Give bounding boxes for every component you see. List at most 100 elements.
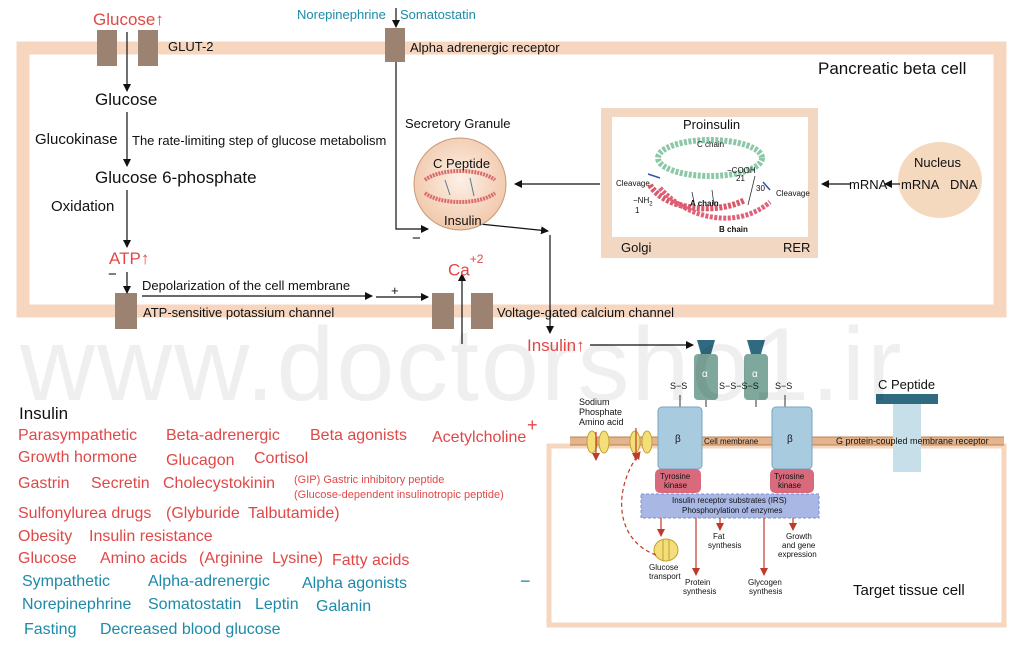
cleavage-left-label: Cleavage: [616, 179, 650, 188]
regulator-item: Galanin: [316, 598, 372, 615]
glut2-label: GLUT-2: [168, 39, 214, 54]
cell-membrane-label: Cell membrane: [704, 437, 759, 446]
proinsulin-title: Proinsulin: [683, 117, 741, 132]
regulator-item: Sympathetic: [22, 573, 111, 590]
mrna-label-2: mRNA: [901, 177, 940, 192]
regulator-item: Sulfonylurea drugs: [18, 505, 152, 522]
katp-label: ATP-sensitive potassium channel: [143, 305, 335, 320]
tyrosine-kinase-left-label: Tyrosine: [660, 472, 691, 481]
up-arrow-icon: ↑: [576, 336, 585, 355]
glut2-channel-left: [97, 30, 117, 66]
transporter-3: [629, 430, 641, 454]
katp-channel: [115, 293, 137, 329]
stimulators-plus-sign: +: [527, 415, 538, 435]
regulators-title: Insulin: [19, 404, 69, 423]
irs-label-1: Insulin receptor substrates (IRS): [672, 496, 787, 505]
glucose-transporter-vesicle: [653, 538, 679, 562]
regulator-item: Somatostatin: [148, 596, 242, 613]
gip-label-1: (GIP) Gastric inhibitory peptide: [294, 474, 445, 486]
insulin-binding-site-left: [697, 340, 715, 354]
glucokinase-label: Glucokinase: [35, 131, 118, 148]
depolarization-plus-sign: +: [391, 283, 399, 298]
transporter-4: [641, 430, 653, 454]
arrow-alpha-inhibit: [395, 62, 429, 233]
atp-minus-sign: −: [108, 266, 117, 283]
glycogen-synthesis-label-1: Glycogen: [748, 578, 782, 587]
regulator-item: Growth hormone: [18, 449, 138, 466]
irs-box: [640, 493, 820, 519]
glucose-transport-label-2: transport: [649, 572, 681, 581]
transporter-2: [598, 430, 610, 454]
depolarization-label: Depolarization of the cell membrane: [142, 278, 351, 293]
glut2-channel-right: [138, 30, 158, 66]
beta-cell-membrane: [16, 41, 1007, 318]
norepinephrine-label: Norepinephrine: [297, 7, 386, 22]
residue-1-label: 1: [635, 206, 640, 215]
mrna-label-1: mRNA: [849, 177, 888, 192]
regulator-item: Secretin: [91, 475, 150, 492]
cleavage-right-label: Cleavage: [776, 189, 810, 198]
regulator-item: Acetylcholine: [432, 429, 527, 446]
vgcc-channel-left: [432, 293, 454, 329]
regulator-item: Glucose: [18, 550, 77, 567]
oxidation-label: Oxidation: [51, 198, 115, 215]
glucose-in-label: Glucose↑: [93, 10, 164, 29]
nh2-label: −NH2: [633, 196, 653, 208]
c-peptide-bar: [876, 394, 938, 404]
up-arrow-icon: ↑: [155, 10, 164, 29]
golgi-label: Golgi: [621, 240, 652, 255]
b-chain-label: B chain: [719, 225, 748, 234]
c-chain-label: C chain: [697, 140, 725, 149]
regulator-item: Alpha-adrenergic: [148, 573, 270, 590]
calcium-label: Ca+2: [448, 252, 484, 280]
regulator-item: Norepinephrine: [22, 596, 132, 613]
regulator-item: Cortisol: [254, 450, 309, 467]
vgcc-label: Voltage-gated calcium channel: [497, 305, 675, 320]
disulfide-mid-label: S−S−S−S: [719, 381, 759, 391]
gip-label-2: (Glucose-dependent insulinotropic peptid…: [294, 489, 504, 501]
up-arrow-icon: ↑: [140, 249, 150, 268]
nucleus: [898, 142, 982, 218]
insulin-binding-site-right: [747, 340, 765, 354]
regulator-item: Gastrin: [18, 475, 70, 492]
tyrosine-kinase-right: [770, 469, 814, 493]
regulator-item: Amino acids: [100, 550, 188, 567]
alpha-minus-sign: −: [412, 230, 421, 247]
alpha-receptor: [385, 28, 405, 62]
phosphate-label: Phosphate: [579, 407, 623, 417]
rate-limiting-label: The rate-limiting step of glucose metabo…: [132, 133, 387, 148]
nucleus-label: Nucleus: [914, 155, 961, 170]
c-peptide-target-label: C Peptide: [878, 377, 936, 392]
c-peptide-granule-label: C Peptide: [433, 156, 491, 171]
regulator-item: Leptin: [255, 596, 299, 613]
cooh-label: −COOH: [727, 166, 756, 175]
secretory-granule: [413, 137, 507, 231]
irs-label-2: Phosphorylation of enzymes: [682, 506, 783, 515]
beta-cell-label: Pancreatic beta cell: [818, 59, 967, 78]
glucose-label: Glucose: [95, 90, 158, 109]
regulator-item: (Glyburide: [166, 505, 240, 522]
residue-30-label: 30: [756, 184, 765, 193]
arrow-glucose-transport: [621, 451, 657, 556]
gpcr: [893, 404, 921, 472]
sodium-label: Sodium: [579, 397, 610, 407]
regulator-item: (Arginine: [199, 550, 264, 567]
regulator-item: Fatty acids: [332, 552, 410, 569]
tyrosine-kinase-right-label-2: kinase: [778, 481, 802, 490]
residue-21-label: 21: [736, 174, 745, 183]
alpha-subunit-left-label: α: [702, 369, 708, 380]
tyrosine-kinase-left: [655, 469, 701, 493]
amino-acid-label: Amino acid: [579, 417, 624, 427]
regulator-item: Talbutamide): [248, 505, 340, 522]
fat-synthesis-label-2: synthesis: [708, 541, 742, 550]
dna-label: DNA: [950, 177, 978, 192]
insulin-out-label: Insulin↑: [527, 336, 585, 355]
glycogen-synthesis-label-2: synthesis: [749, 587, 783, 596]
alpha-subunit-right-label: α: [752, 369, 758, 380]
regulator-item: Beta-adrenergic: [166, 427, 280, 444]
regulator-item: Cholecystokinin: [163, 475, 276, 492]
regulator-item: Obesity: [18, 528, 73, 545]
receptor-alpha-left: [694, 354, 718, 400]
gpcr-label: G protein-coupled membrane receptor: [836, 436, 989, 446]
